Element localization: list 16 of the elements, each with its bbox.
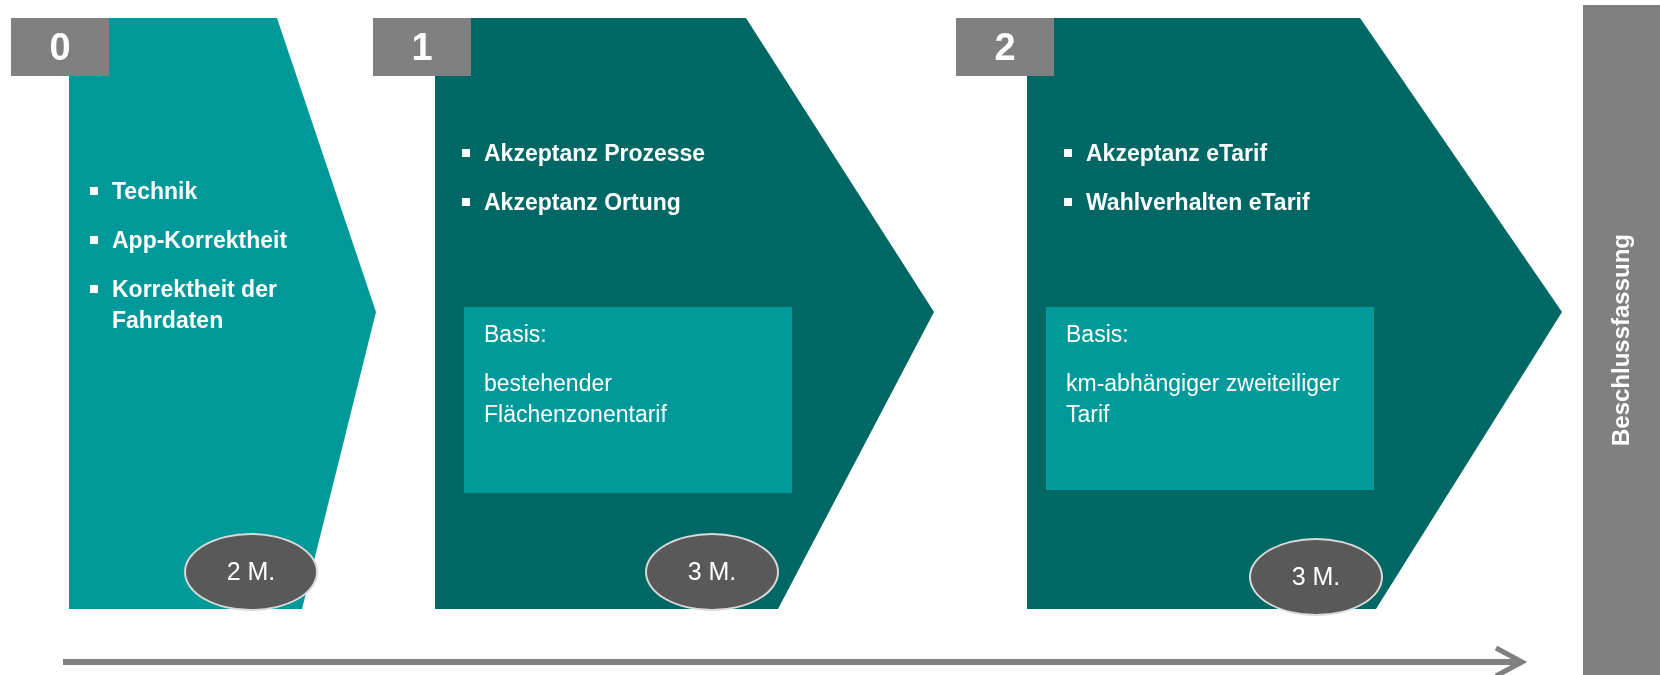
decision-bar: Beschlussfassung	[1583, 5, 1660, 675]
basis-box: Basis: km-abhängiger zweiteiliger Tarif	[1046, 307, 1374, 490]
bullet-text: Akzeptanz eTarif	[1086, 139, 1268, 168]
bullet-text: Akzeptanz Prozesse	[484, 139, 706, 168]
bullet-text: App-Korrektheit	[112, 226, 288, 255]
chevron-shape	[69, 18, 376, 609]
bullet-text: Wahlverhalten eTarif	[1086, 188, 1310, 217]
step-number-tab: 1	[373, 18, 471, 76]
step-number-tab: 2	[956, 18, 1054, 76]
chevron-shape	[1027, 18, 1562, 609]
bullet-text: Akzeptanz Ortung	[484, 188, 681, 217]
basis-box: Basis: bestehender Flächenzonentarif	[464, 307, 792, 493]
chevron-shape	[435, 18, 934, 609]
bullet-text: Korrektheit der Fahrdaten	[112, 275, 278, 335]
step-number-tab: 0	[11, 18, 109, 76]
bullet-text: Technik	[112, 177, 198, 206]
